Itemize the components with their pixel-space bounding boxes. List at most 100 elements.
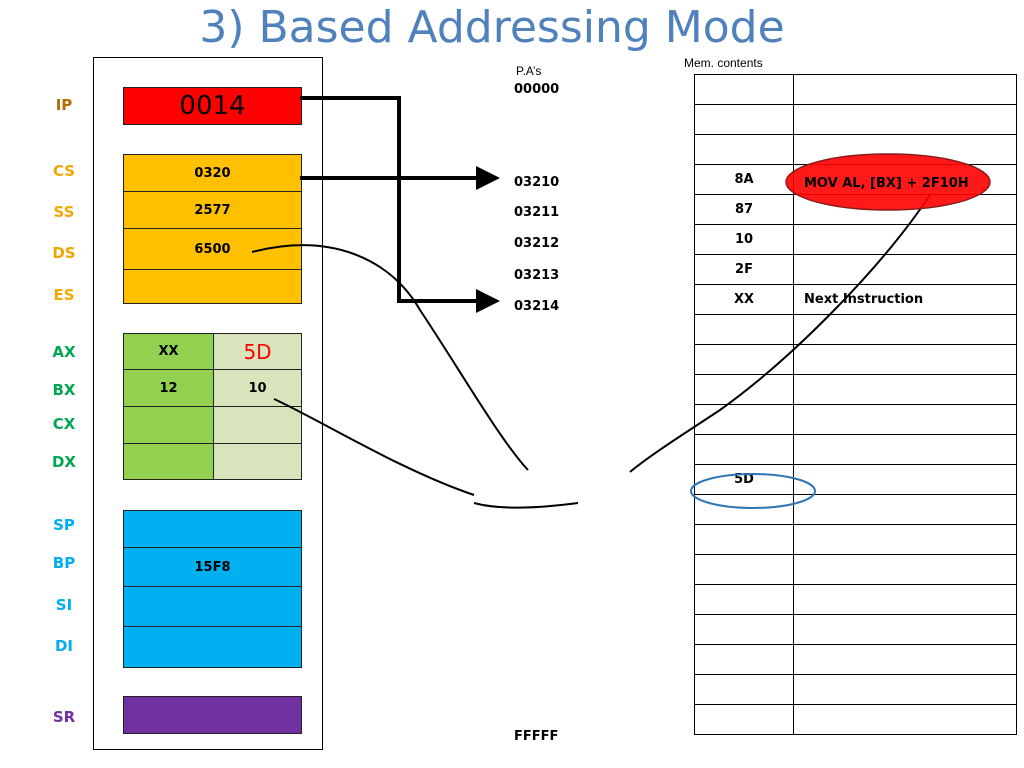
ip-pointer-arrow [300,96,500,313]
memory-row [694,584,1017,615]
memory-row [694,644,1017,675]
memory-row [694,674,1017,705]
memory-value-cell [694,134,794,165]
memory-value-cell [694,74,794,105]
memory-value-cell [694,374,794,405]
memory-row: 2F [694,254,1017,285]
memory-desc-cell [793,434,1017,465]
memory-value-cell [694,644,794,675]
memory-value-cell: 8A [694,164,794,195]
register-cl-box [213,406,302,444]
memory-value-cell [694,344,794,375]
address-label: 03214 [514,299,560,314]
pa-header: P.A’s [516,64,542,78]
label-di: DI [54,637,74,655]
memory-row [694,374,1017,405]
memory-desc-cell [793,584,1017,615]
memory-value-cell: 87 [694,194,794,225]
label-dx: DX [51,453,77,471]
label-sp: SP [53,516,75,534]
memory-desc-cell [793,464,1017,495]
memory-desc-cell [793,704,1017,735]
memory-row [694,434,1017,465]
register-ds-box: 6500 [123,228,302,270]
memory-desc-cell [793,344,1017,375]
label-cs: CS [52,162,76,180]
memory-value-cell: XX [694,284,794,315]
address-label: 03212 [514,236,560,251]
memory-value-cell: 10 [694,224,794,255]
memory-value-cell: 2F [694,254,794,285]
memory-row [694,74,1017,105]
memory-row [694,614,1017,645]
memory-desc-cell [793,404,1017,435]
memory-row [694,704,1017,735]
address-label: 03213 [514,268,560,283]
memory-row [694,554,1017,585]
register-sr-box [123,696,302,734]
label-es: ES [53,286,75,304]
memory-value-cell [694,314,794,345]
memory-row [694,344,1017,375]
memory-value-cell [694,674,794,705]
label-ax: AX [52,343,76,361]
memory-value-cell [694,584,794,615]
memory-desc-cell [793,614,1017,645]
address-label: 03210 [514,175,560,190]
register-es-box [123,269,302,304]
register-bh-box: 12 [123,369,214,407]
memory-value-cell [694,404,794,435]
memory-desc-cell [793,254,1017,285]
memory-row [694,494,1017,525]
register-si-box [123,586,302,627]
memory-desc-cell [793,194,1017,225]
memory-value-cell [694,614,794,645]
address-label: FFFFF [514,729,559,744]
memory-row: 8A [694,164,1017,195]
register-bl-box: 10 [213,369,302,407]
memory-value-cell [694,524,794,555]
adder-arc [473,502,579,509]
register-ah-box: XX [123,333,214,370]
register-ip-box: 0014 [123,87,302,125]
memory-value-cell [694,104,794,135]
memory-value-cell [694,704,794,735]
memory-row: 87 [694,194,1017,225]
label-sr: SR [52,708,76,726]
memory-row [694,524,1017,555]
register-dh-box [123,443,214,480]
memory-desc-cell [793,494,1017,525]
memory-desc-cell [793,224,1017,255]
register-cs-box: 0320 [123,154,302,192]
memory-value-cell [694,494,794,525]
label-ds: DS [52,244,76,262]
memory-row: 10 [694,224,1017,255]
label-cx: CX [52,415,76,433]
memory-desc-cell [793,104,1017,135]
memory-desc-cell [793,644,1017,675]
memory-row [694,404,1017,435]
register-bp-box: 15F8 [123,547,302,587]
memory-desc-cell [793,74,1017,105]
memory-row [694,314,1017,345]
label-si: SI [55,596,73,614]
memory-desc-cell [793,554,1017,585]
address-label: 00000 [514,82,560,97]
memory-desc-cell [793,164,1017,195]
register-ss-box: 2577 [123,191,302,229]
register-di-box [123,626,302,668]
register-al-box: 5D [213,333,302,370]
label-bp: BP [52,554,76,572]
memory-value-cell: 5D [694,464,794,495]
label-ss: SS [53,203,75,221]
register-dl-box [213,443,302,480]
memory-row [694,134,1017,165]
memory-row [694,104,1017,135]
memory-desc-cell [793,674,1017,705]
memory-desc-cell [793,374,1017,405]
memory-value-cell [694,554,794,585]
label-bx: BX [52,381,76,399]
address-label: 03211 [514,205,560,220]
memory-header: Mem. contents [684,56,763,70]
